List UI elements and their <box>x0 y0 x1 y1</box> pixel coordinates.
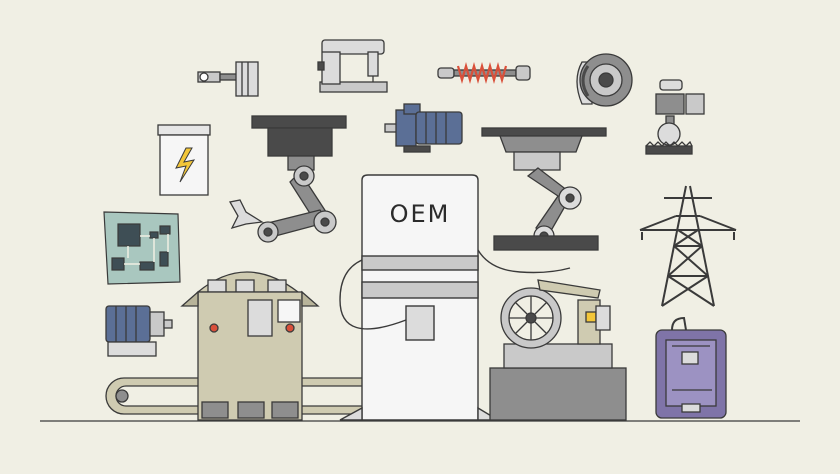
robotic-arm-icon <box>228 115 347 243</box>
ceiling-robot-arm-icon <box>481 127 607 251</box>
brake-disc-icon <box>576 53 633 107</box>
sewing-machine-icon <box>317 39 388 93</box>
shock-absorber-icon <box>437 61 531 85</box>
oem-label: OEM <box>390 200 451 228</box>
power-pylon-icon <box>639 185 737 307</box>
gear-assembly-icon <box>645 79 705 155</box>
circuit-board-icon <box>103 211 181 285</box>
industrial-press-icon <box>489 279 627 421</box>
small-motor-icon <box>105 305 173 357</box>
oem-cabinet-icon <box>339 174 571 421</box>
piston-icon <box>197 61 259 97</box>
battery-icon <box>157 124 211 196</box>
electric-motor-icon <box>384 103 463 153</box>
3d-printer-icon <box>655 316 727 419</box>
